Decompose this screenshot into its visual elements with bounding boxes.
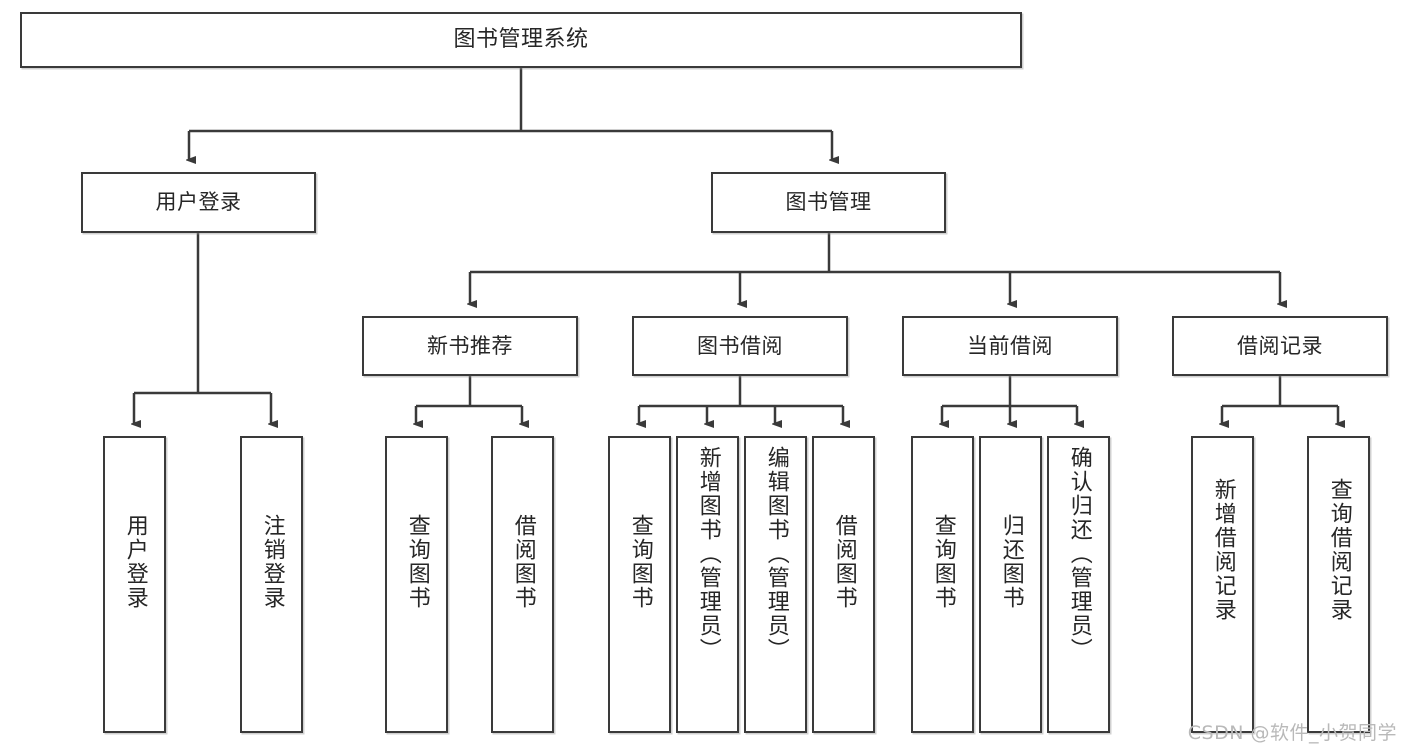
node-current-borrow[interactable]: 当前借阅	[902, 316, 1118, 376]
leaf-query-book-current[interactable]: 查询图书	[911, 436, 974, 733]
leaf-return-book[interactable]: 归还图书	[979, 436, 1042, 733]
node-label: 查询借阅记录	[1326, 478, 1352, 622]
leaf-borrow-book[interactable]: 借阅图书	[812, 436, 875, 733]
leaf-borrow-book-recommend[interactable]: 借阅图书	[491, 436, 554, 733]
node-label: 借阅记录	[1237, 333, 1323, 358]
csdn-watermark: CSDN @软件_小贺同学	[1187, 722, 1397, 744]
leaf-logout[interactable]: 注销登录	[240, 436, 303, 733]
node-label: 查询图书	[930, 514, 956, 610]
leaf-edit-book-admin[interactable]: 编辑图书（管理员）	[744, 436, 807, 733]
node-label: 编辑图书（管理员）	[763, 446, 789, 662]
node-user-login[interactable]: 用户登录	[81, 172, 316, 233]
node-label: 图书管理	[785, 190, 872, 215]
node-root-system[interactable]: 图书管理系统	[20, 12, 1022, 68]
node-label: 图书管理系统	[453, 27, 589, 53]
leaf-query-book-recommend[interactable]: 查询图书	[385, 436, 448, 733]
node-label: 归还图书	[998, 514, 1024, 610]
leaf-query-borrow-record[interactable]: 查询借阅记录	[1307, 436, 1370, 733]
node-book-borrow[interactable]: 图书借阅	[632, 316, 848, 376]
node-label: 新增图书（管理员）	[695, 446, 721, 662]
node-label: 确认归还（管理员）	[1066, 446, 1092, 662]
node-label: 新书推荐	[427, 333, 513, 358]
node-book-management[interactable]: 图书管理	[711, 172, 946, 233]
node-label: 查询图书	[404, 514, 430, 610]
leaf-query-book-borrow[interactable]: 查询图书	[608, 436, 671, 733]
node-label: 查询图书	[627, 514, 653, 610]
node-label: 借阅图书	[510, 514, 536, 610]
node-label: 用户登录	[155, 190, 242, 215]
leaf-confirm-return-admin[interactable]: 确认归还（管理员）	[1047, 436, 1110, 733]
node-new-book-recommend[interactable]: 新书推荐	[362, 316, 578, 376]
node-label: 新增借阅记录	[1210, 478, 1236, 622]
leaf-user-login[interactable]: 用户登录	[103, 436, 166, 733]
leaf-add-book-admin[interactable]: 新增图书（管理员）	[676, 436, 739, 733]
leaf-add-borrow-record[interactable]: 新增借阅记录	[1191, 436, 1254, 733]
node-label: 当前借阅	[967, 333, 1053, 358]
node-label: 借阅图书	[831, 514, 857, 610]
node-borrow-record[interactable]: 借阅记录	[1172, 316, 1388, 376]
node-label: 注销登录	[259, 514, 285, 610]
node-label: 用户登录	[122, 514, 148, 610]
node-label: 图书借阅	[697, 333, 783, 358]
